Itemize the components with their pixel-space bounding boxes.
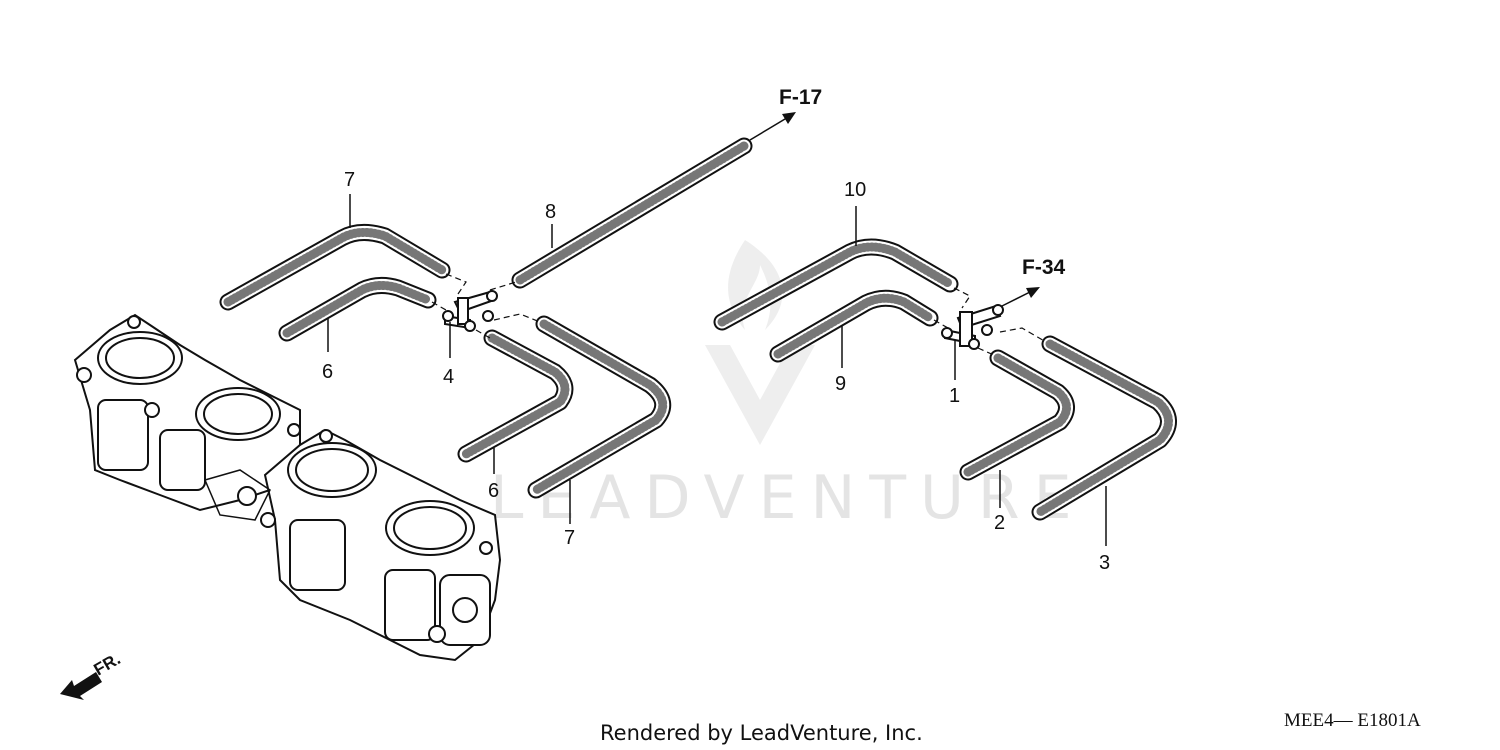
hose-3 [1031,335,1177,521]
hose-8 [511,137,753,289]
joint-4 [442,290,498,332]
hose-6-left [278,276,437,342]
callout-7-top[interactable]: 7 [344,169,355,191]
callout-6-left[interactable]: 6 [322,361,333,383]
joint-1 [941,304,1004,350]
leader-lines [327,194,1107,546]
hose-10 [713,238,959,331]
watermark-logo-icon [705,345,815,445]
callout-7-bottom[interactable]: 7 [564,527,575,549]
hose-7-top [219,224,451,311]
callout-4[interactable]: 4 [443,366,454,388]
diagram-code: MEE4— E1801A [1284,710,1421,731]
callout-labels: 7 8 6 4 6 7 10 9 1 2 3 [322,169,1110,574]
callout-2[interactable]: 2 [994,512,1005,534]
front-direction-indicator: FR. [60,649,124,700]
hose-9 [769,289,939,363]
arrow-head-icon [782,112,796,124]
ref-f34[interactable]: F-34 [1022,256,1066,279]
hose-7-bottom [527,315,672,499]
arrow-head-icon [1026,287,1040,298]
callout-1[interactable]: 1 [949,385,960,407]
callout-8[interactable]: 8 [545,201,556,223]
footer-credit: Rendered by LeadVenture, Inc. [600,721,923,745]
arrow-to-f34 [1001,287,1040,307]
hose-6-bottom [457,329,574,463]
callout-10[interactable]: 10 [844,179,866,201]
hose-2 [959,349,1075,481]
throttle-body-assembly [73,313,502,662]
callout-3[interactable]: 3 [1099,552,1110,574]
callout-6-bottom[interactable]: 6 [488,480,499,502]
arrow-to-f17 [749,112,796,141]
front-arrow-icon [60,672,102,700]
connection-lines [431,273,1047,357]
callout-9[interactable]: 9 [835,373,846,395]
ref-f17[interactable]: F-17 [779,86,822,109]
